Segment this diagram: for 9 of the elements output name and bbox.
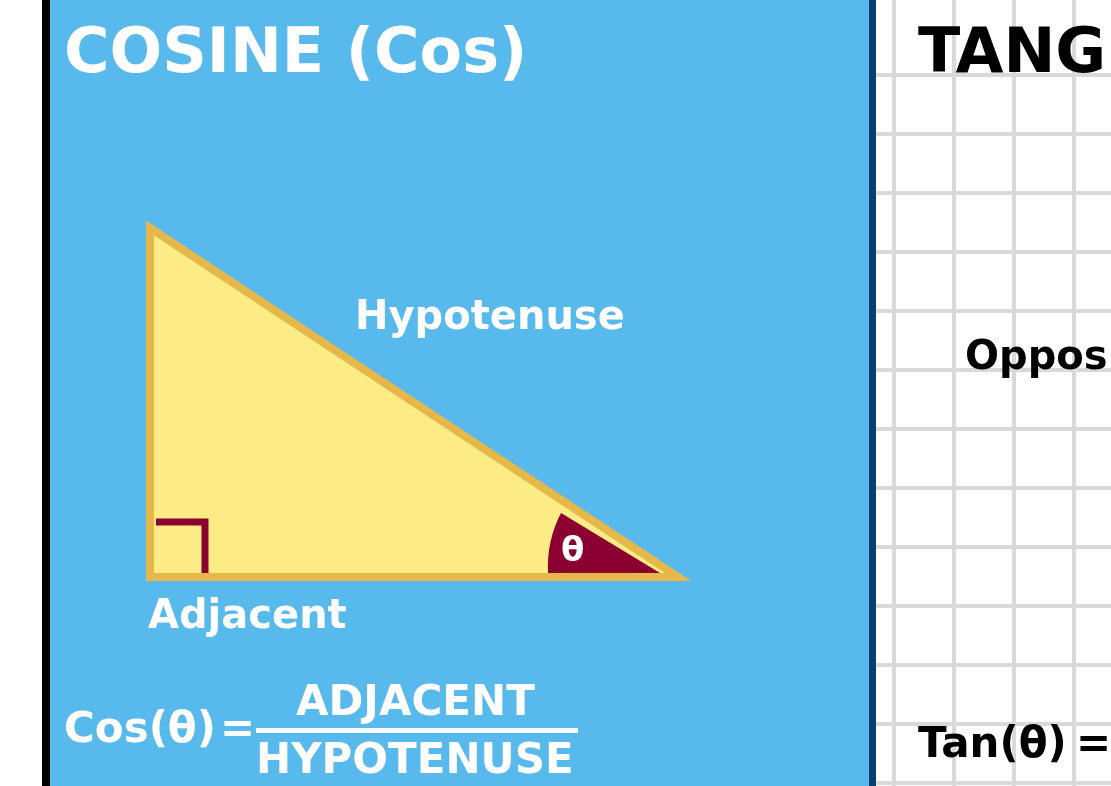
angle-symbol: θ [561, 532, 585, 566]
formula-text: Tan(θ) [918, 722, 1067, 764]
fraction-denominator: HYPOTENUSE [256, 738, 574, 780]
panel-title: COSINE (Cos) [64, 20, 528, 82]
formula-text: Cos(θ) [64, 707, 216, 749]
formula-text: = [1076, 722, 1111, 764]
formula-text: = [220, 707, 256, 749]
panel-title: TANG [918, 20, 1107, 82]
fraction-numerator: ADJACENT [296, 680, 535, 722]
